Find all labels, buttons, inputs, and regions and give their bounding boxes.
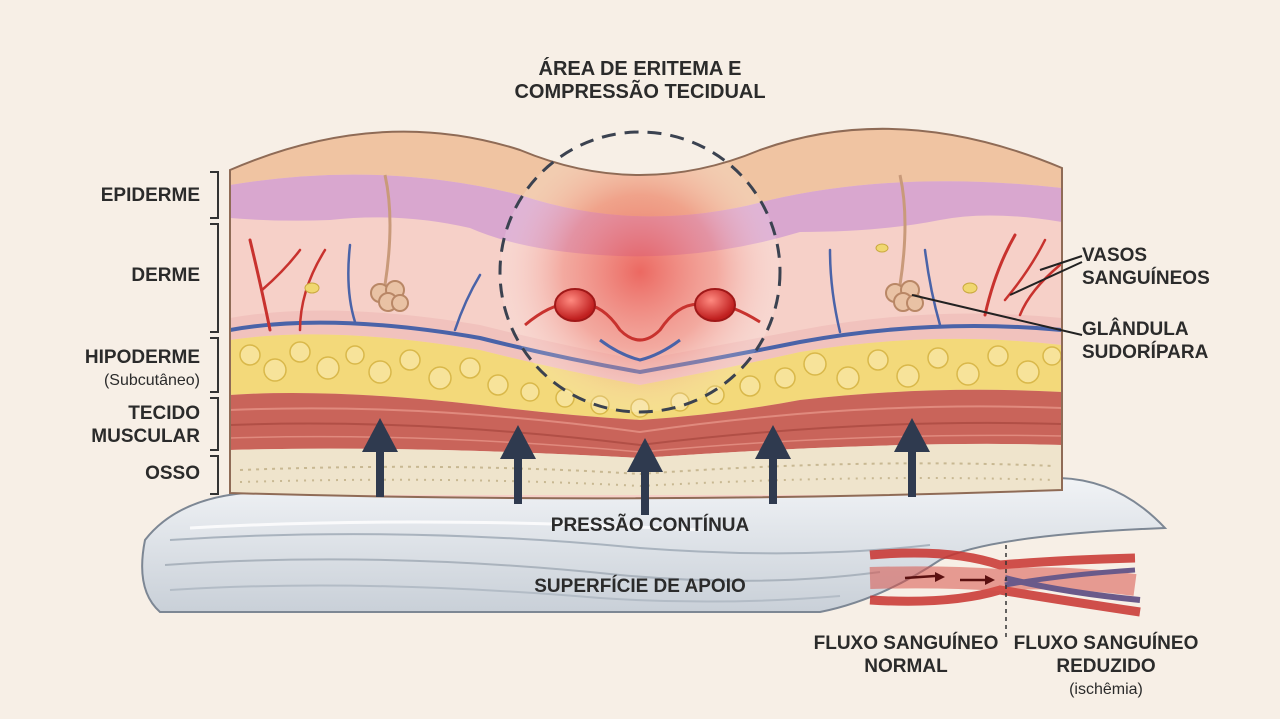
label-fluxo-reduzido: FLUXO SANGUÍNEO REDUZIDO (ischêmia): [1006, 632, 1206, 701]
label-hipoderme-main: HIPODERME: [84, 347, 200, 368]
label-derme: DERME: [131, 265, 200, 286]
label-muscular-2: MUSCULAR: [91, 426, 200, 447]
label-hipoderme: HIPODERME (Subcutâneo): [40, 346, 200, 392]
pressure-arrows: [362, 418, 930, 515]
label-superficie-de-apoio: SUPERFÍCIE DE APOIO: [534, 576, 746, 597]
title-line-1: ÁREA DE ERITEMA E: [538, 58, 742, 80]
diagram-title: ÁREA DE ERITEMA E COMPRESSÃO TECIDUAL: [490, 58, 790, 104]
pressure-arrow: [362, 418, 398, 497]
label-vasos-sanguineos: VASOS SANGUÍNEOS: [1082, 244, 1222, 290]
sweat-gland-left: [370, 280, 409, 312]
pressure-arrow: [500, 425, 536, 504]
leader-lines: [911, 255, 1083, 336]
label-fluxo-normal-2: NORMAL: [864, 656, 948, 677]
label-glandula-sudoripara: GLÂNDULA SUDORÍPARA: [1082, 318, 1232, 364]
label-fluxo-normal-1: FLUXO SANGUÍNEO: [813, 633, 999, 654]
label-epiderme: EPIDERME: [100, 185, 200, 206]
label-fluxo-reduzido-1: FLUXO SANGUÍNEO: [1013, 633, 1199, 654]
erythema-circle: [498, 130, 782, 414]
label-tecido-muscular: TECIDO MUSCULAR: [40, 402, 200, 448]
label-muscular-1: TECIDO: [128, 403, 200, 424]
pressure-arrow: [627, 438, 663, 515]
label-fluxo-normal: FLUXO SANGUÍNEO NORMAL: [806, 632, 1006, 678]
tissue-outline: [229, 127, 1063, 500]
label-pressao-continua: PRESSÃO CONTÍNUA: [550, 515, 750, 536]
pressure-arrow: [894, 418, 930, 497]
label-hipoderme-sub: (Subcutâneo): [103, 372, 200, 389]
tissue-block: [230, 128, 1062, 499]
label-glandula-2: SUDORÍPARA: [1082, 342, 1209, 363]
label-osso: OSSO: [145, 463, 200, 484]
title-line-2: COMPRESSÃO TECIDUAL: [514, 81, 766, 103]
layer-brackets: [210, 171, 219, 495]
label-glandula-1: GLÂNDULA: [1082, 319, 1189, 340]
label-vasos-2: SANGUÍNEOS: [1082, 268, 1210, 289]
label-fluxo-reduzido-sub: (ischêmia): [1069, 681, 1143, 698]
label-fluxo-reduzido-2: REDUZIDO: [1056, 656, 1156, 677]
blood-flow-inset: [869, 545, 1141, 640]
label-vasos-1: VASOS: [1082, 245, 1148, 266]
pressure-arrow: [755, 425, 791, 504]
